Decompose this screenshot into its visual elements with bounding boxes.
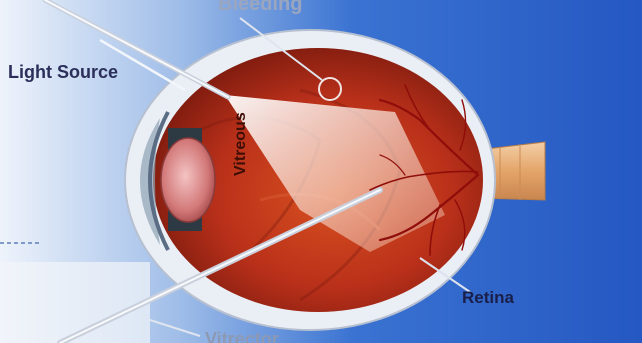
label-bleeding: Bleeding: [218, 0, 302, 16]
label-vitrector: Vitrector: [205, 329, 279, 343]
label-vitreous: Vitreous: [232, 112, 250, 176]
label-light-source: Light Source: [8, 62, 118, 83]
background-panel: [0, 262, 150, 343]
lens: [161, 138, 215, 222]
label-retina: Retina: [462, 288, 514, 308]
